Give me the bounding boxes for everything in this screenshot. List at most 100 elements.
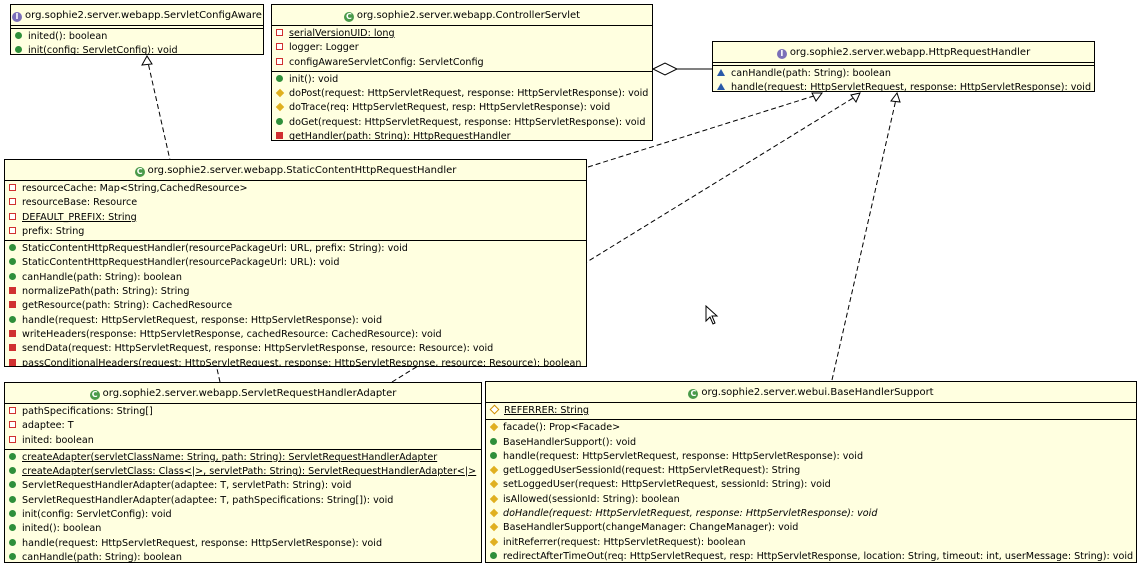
field-signature: resourceBase: Resource — [22, 197, 138, 209]
field-row[interactable]: configAwareServletConfig: ServletConfig — [272, 56, 652, 70]
public-visibility-icon — [9, 315, 16, 323]
method-signature: normalizePath(path: String): String — [22, 286, 190, 298]
public-visibility-icon — [9, 244, 16, 252]
method-row[interactable]: redirectAfterTimeOut(req: HttpServletReq… — [486, 550, 1136, 562]
method-row[interactable]: isAllowed(sessionId: String): boolean — [486, 493, 1136, 507]
method-signature: handle(request: HttpServletRequest, resp… — [503, 450, 864, 462]
method-row[interactable]: BaseHandlerSupport(changeManager: Change… — [486, 521, 1136, 535]
method-row[interactable]: getHandler(path: String): HttpRequestHan… — [272, 130, 652, 140]
method-signature: sendData(request: HttpServletRequest, re… — [22, 343, 494, 355]
method-row[interactable]: normalizePath(path: String): String — [5, 285, 586, 299]
public-visibility-icon — [276, 74, 283, 82]
method-row[interactable]: facade(): Prop<Facade> — [486, 421, 1136, 435]
method-row[interactable]: canHandle(path: String): boolean — [713, 67, 1094, 81]
methods-compartment: facade(): Prop<Facade>BaseHandlerSupport… — [486, 420, 1136, 562]
field-signature: inited: boolean — [22, 434, 94, 446]
method-row[interactable]: canHandle(path: String): boolean — [5, 551, 481, 563]
private-field-visibility-icon — [276, 57, 283, 65]
method-signature: isAllowed(sessionId: String): boolean — [503, 493, 680, 505]
method-row[interactable]: StaticContentHttpRequestHandler(resource… — [5, 256, 586, 270]
method-row[interactable]: createAdapter(servletClassName: String, … — [5, 451, 481, 465]
method-row[interactable]: ServletRequestHandlerAdapter(adaptee: T,… — [5, 494, 481, 508]
method-row[interactable]: getResource(path: String): CachedResourc… — [5, 299, 586, 313]
fields-compartment: resourceCache: Map<String,CachedResource… — [5, 181, 586, 242]
method-row[interactable]: doGet(request: HttpServletRequest, respo… — [272, 116, 652, 130]
field-row[interactable]: logger: Logger — [272, 41, 652, 55]
field-row[interactable]: prefix: String — [5, 225, 586, 239]
field-row[interactable]: resourceCache: Map<String,CachedResource… — [5, 182, 586, 196]
field-row[interactable]: adaptee: T — [5, 419, 481, 433]
method-row[interactable]: initReferrer(request: HttpServletRequest… — [486, 536, 1136, 550]
field-signature: DEFAULT_PREFIX: String — [22, 211, 137, 223]
method-row[interactable]: setLoggedUser(request: HttpServletReques… — [486, 478, 1136, 492]
method-signature: init(config: ServletConfig): void — [22, 509, 172, 521]
method-signature: BaseHandlerSupport(changeManager: Change… — [503, 522, 799, 534]
method-signature: getLoggedUserSessionId(request: HttpServ… — [503, 465, 801, 477]
field-row[interactable]: REFERRER: String — [486, 404, 1136, 418]
method-row[interactable]: handle(request: HttpServletRequest, resp… — [5, 314, 586, 328]
method-row[interactable]: init(config: ServletConfig): void — [11, 44, 263, 54]
method-row[interactable]: ServletRequestHandlerAdapter(adaptee: T,… — [5, 479, 481, 493]
public-visibility-icon — [490, 451, 497, 459]
method-signature: ServletRequestHandlerAdapter(adaptee: T,… — [22, 480, 352, 492]
field-signature: prefix: String — [22, 225, 85, 237]
field-row[interactable]: DEFAULT_PREFIX: String — [5, 211, 586, 225]
method-signature: StaticContentHttpRequestHandler(resource… — [22, 243, 408, 255]
method-row[interactable]: writeHeaders(response: HttpServletRespon… — [5, 328, 586, 342]
private-field-visibility-icon — [276, 29, 283, 36]
method-row[interactable]: sendData(request: HttpServletRequest, re… — [5, 342, 586, 356]
method-signature: init(): void — [289, 73, 339, 85]
methods-compartment: init(): void doPost(request: HttpServletR… — [272, 72, 652, 140]
class-name: org.sophie2.server.webapp.HttpRequestHan… — [789, 47, 1031, 58]
protected-visibility-icon — [489, 423, 499, 432]
method-row[interactable]: inited(): boolean — [5, 522, 481, 536]
method-signature: createAdapter(servletClass: Class<|>, se… — [22, 466, 477, 478]
class-icon: C — [343, 12, 354, 22]
fields-compartment — [713, 63, 1094, 66]
method-row[interactable]: init(config: ServletConfig): void — [5, 508, 481, 522]
field-signature: configAwareServletConfig: ServletConfig — [289, 56, 484, 68]
private-visibility-icon — [9, 301, 16, 309]
method-row[interactable]: passConditionalHeaders(request: HttpServ… — [5, 357, 586, 366]
method-signature: canHandle(path: String): boolean — [22, 271, 182, 283]
protected-visibility-icon — [489, 494, 499, 504]
method-row[interactable]: handle(request: HttpServletRequest, resp… — [713, 81, 1094, 91]
field-row[interactable]: inited: boolean — [5, 434, 481, 448]
field-row[interactable]: serialVersionUID: long — [272, 27, 652, 41]
class-name: org.sophie2.server.webui.BaseHandlerSupp… — [701, 387, 934, 398]
realization-adapter-to-servletconfigaware — [146, 57, 221, 383]
private-field-visibility-icon — [9, 407, 16, 414]
method-row[interactable]: doTrace(req: HttpServletRequest, resp: H… — [272, 101, 652, 115]
method-row[interactable]: createAdapter(servletClass: Class<|>, se… — [5, 465, 481, 479]
protected-field-visibility-icon — [489, 404, 500, 415]
field-row[interactable]: resourceBase: Resource — [5, 196, 586, 210]
method-row[interactable]: init(): void — [272, 73, 652, 87]
arrowhead-httprequesthandler-1 — [811, 92, 823, 102]
method-row[interactable]: inited(): boolean — [11, 30, 263, 44]
method-row[interactable]: canHandle(path: String): boolean — [5, 271, 586, 285]
method-row[interactable]: handle(request: HttpServletRequest, resp… — [5, 537, 481, 551]
method-signature: canHandle(path: String): boolean — [22, 551, 182, 563]
method-row[interactable]: doPost(request: HttpServletRequest, resp… — [272, 87, 652, 101]
method-row[interactable]: handle(request: HttpServletRequest, resp… — [486, 450, 1136, 464]
field-signature: resourceCache: Map<String,CachedResource… — [22, 183, 248, 194]
method-row[interactable]: BaseHandlerSupport(): void — [486, 436, 1136, 450]
method-row[interactable]: getLoggedUserSessionId(request: HttpServ… — [486, 464, 1136, 478]
method-row[interactable]: StaticContentHttpRequestHandler(resource… — [5, 242, 586, 256]
public-visibility-icon — [9, 524, 16, 532]
field-row[interactable]: pathSpecifications: String[] — [5, 405, 481, 419]
private-visibility-icon — [9, 358, 16, 366]
fields-compartment — [11, 26, 263, 29]
interface-icon: I — [776, 49, 787, 59]
method-row[interactable]: doHandle(request: HttpServletRequest, re… — [486, 507, 1136, 521]
